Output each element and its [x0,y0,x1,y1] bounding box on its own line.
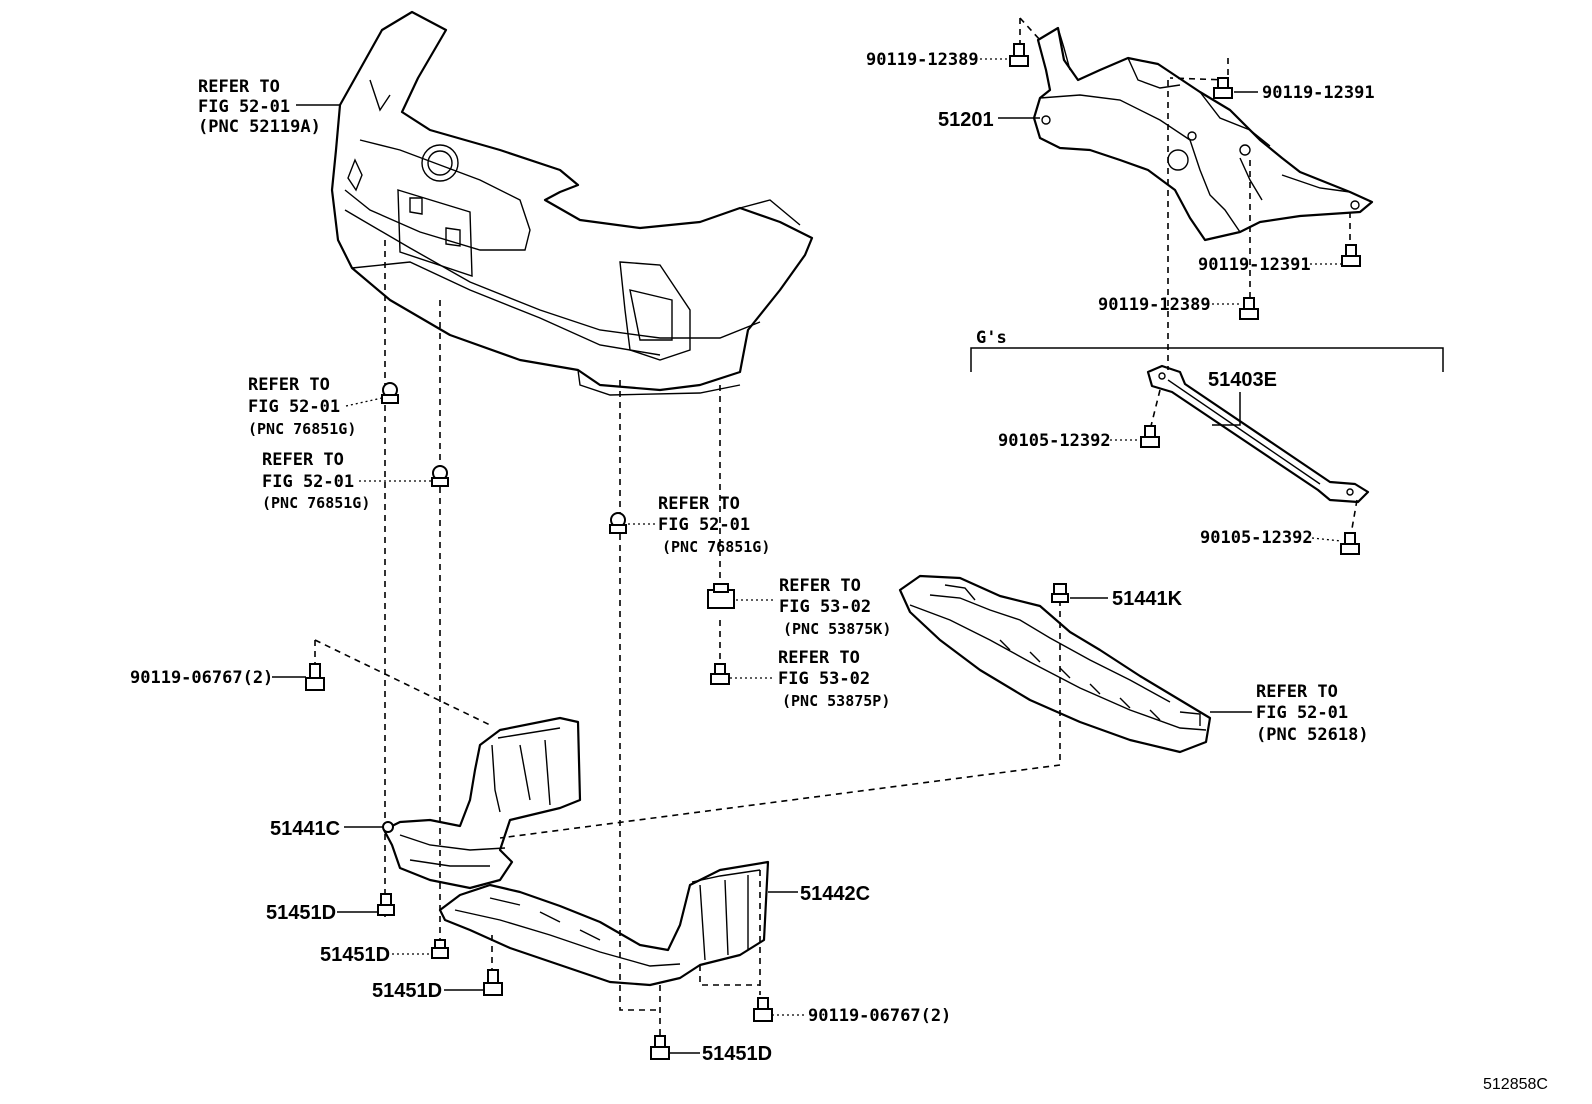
clip-76851g-a[interactable] [381,382,399,404]
ref-52618-line3: (PNC 52618) [1256,725,1369,745]
fasteners [305,43,1361,1060]
nut-53875k[interactable] [707,583,735,609]
ref-52618-line2: FIG 52-01 [1256,703,1348,723]
ref-53875k-line1: REFER TO [779,576,861,596]
ref-76851g-b-line3: (PNC 76851G) [262,494,370,512]
pn-51403e[interactable]: 51403E [1208,369,1277,391]
ref-76851g-c-line2: FIG 52-01 [658,515,750,535]
pn-51451d-3[interactable]: 51451D [372,980,442,1002]
bolt-90119-12391-right[interactable] [1341,244,1361,267]
engine-under-cover-right[interactable] [438,860,770,987]
bolt-51451d-2[interactable] [431,939,449,959]
ref-53875p-line2: FIG 53-02 [778,669,870,689]
bolt-51451d-3[interactable] [483,969,503,996]
pn-51441k[interactable]: 51441K [1112,588,1183,610]
bolt-90105-12392-right[interactable] [1340,532,1360,555]
ref-76851g-c-line1: REFER TO [658,494,740,514]
bolt-51441k[interactable] [1051,583,1069,603]
part-number-labels: 90119-12389 90119-12391 51201 90119-1239… [130,50,1375,1065]
diagram-id: 512858C [1483,1076,1548,1093]
pn-90119-12391-right[interactable]: 90119-12391 [1198,255,1311,275]
ref-76851g-b-line2: FIG 52-01 [262,472,354,492]
bolt-90119-06767-right[interactable] [753,997,773,1022]
front-under-cover-center[interactable] [898,574,1212,754]
bolt-51441c[interactable] [382,821,394,833]
ref-53875p-line3: (PNC 53875P) [782,692,890,710]
ref-bumper-line3: (PNC 52119A) [198,117,321,137]
clip-76851g-c[interactable] [609,512,627,534]
clip-76851g-b[interactable] [431,465,449,487]
pn-51451d-4[interactable]: 51451D [702,1043,772,1065]
front-bumper-cover[interactable] [330,10,814,396]
pn-90119-12389-top[interactable]: 90119-12389 [866,50,979,70]
pn-90119-06767-left[interactable]: 90119-06767(2) [130,668,273,688]
ref-bumper-line2: FIG 52-01 [198,97,290,117]
ref-bumper-line1: REFER TO [198,77,280,97]
pn-51442c[interactable]: 51442C [800,883,870,905]
ref-76851g-c-line3: (PNC 76851G) [662,538,770,556]
pn-90119-12391-top[interactable]: 90119-12391 [1262,83,1375,103]
reference-labels: REFER TO FIG 52-01 (PNC 52119A) REFER TO… [198,77,1369,745]
pn-90119-06767-right[interactable]: 90119-06767(2) [808,1006,951,1026]
bolt-90119-06767-left[interactable] [305,663,325,691]
pn-51451d-2[interactable]: 51451D [320,944,390,966]
ref-53875p-line1: REFER TO [778,648,860,668]
ref-76851g-a-line3: (PNC 76851G) [248,420,356,438]
pn-51441c[interactable]: 51441C [270,818,340,840]
ref-76851g-a-line2: FIG 52-01 [248,397,340,417]
bolt-90119-12391-top[interactable] [1213,77,1233,99]
ref-76851g-a-line1: REFER TO [248,375,330,395]
front-suspension-brace[interactable] [1146,364,1370,504]
pn-90105-12392-left[interactable]: 90105-12392 [998,431,1111,451]
bolt-51451d-4[interactable] [650,1035,670,1060]
ref-52618-line1: REFER TO [1256,682,1338,702]
bolt-51451d-1[interactable] [377,893,395,916]
pn-51201[interactable]: 51201 [938,109,994,131]
gs-label: G's [976,328,1007,348]
pn-51451d-1[interactable]: 51451D [266,902,336,924]
leader-lines [272,58,1342,1054]
pn-90119-12389-bottom[interactable]: 90119-12389 [1098,295,1211,315]
engine-under-cover-left[interactable] [382,716,582,890]
front-crossmember[interactable] [1032,26,1374,242]
ref-53875k-line3: (PNC 53875K) [783,620,891,638]
bolt-53875p[interactable] [710,663,730,685]
gs-grade-bracket [970,347,1444,372]
ref-76851g-b-line1: REFER TO [262,450,344,470]
ref-53875k-line2: FIG 53-02 [779,597,871,617]
pn-90105-12392-right[interactable]: 90105-12392 [1200,528,1313,548]
bolt-90105-12392-left[interactable] [1140,425,1160,448]
bolt-90119-12389-top[interactable] [1009,43,1029,67]
bolt-90119-12389-bottom[interactable] [1239,297,1259,320]
